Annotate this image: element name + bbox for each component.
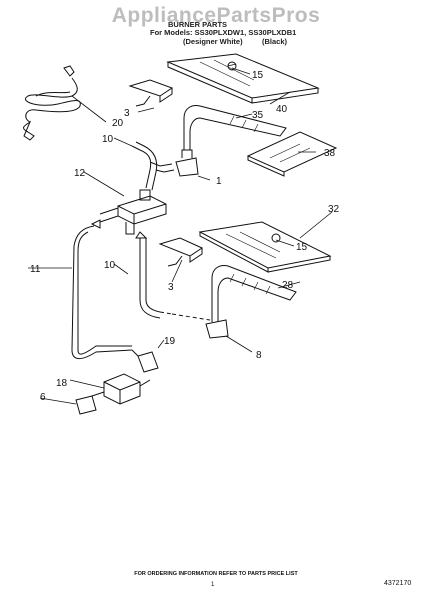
callout-35: 35 (252, 110, 264, 121)
gas-valve (90, 189, 167, 235)
elbow-6 (75, 391, 105, 415)
gas-tube-upper (131, 141, 175, 191)
callout-12: 12 (74, 168, 86, 179)
callout-3-upper: 3 (124, 108, 130, 119)
regulator-18 (103, 373, 151, 405)
callout-11: 11 (30, 264, 41, 275)
callout-20: 20 (112, 118, 124, 129)
callout-28: 28 (282, 280, 294, 291)
site-watermark: AppliancePartsPros (111, 4, 321, 27)
callout-40: 40 (276, 104, 288, 115)
fitting-19 (131, 349, 159, 373)
callout-6: 6 (40, 392, 46, 403)
deflector-38 (246, 131, 338, 177)
gas-tube-lower (135, 231, 211, 321)
orifice-lower (205, 319, 229, 339)
model-line: For Models: SS30PLXDW1, SS30PLXDB1 (150, 28, 297, 37)
gas-tube-11 (71, 225, 133, 359)
diagram-title: BURNER PARTS (168, 20, 228, 29)
upper-burner-tube (183, 105, 287, 151)
callout-38: 38 (324, 148, 336, 159)
orifice-upper (175, 149, 199, 177)
callout-15-lower: 15 (296, 242, 308, 253)
igniter-upper (128, 79, 174, 107)
leader-lines (28, 67, 333, 405)
power-cord (23, 65, 81, 141)
callout-18: 18 (56, 378, 68, 389)
callout-3-lower: 3 (168, 282, 174, 293)
igniter-lower (158, 237, 204, 267)
callout-32: 32 (328, 204, 340, 215)
callout-15-upper: 15 (252, 70, 264, 81)
upper-burner-plate (166, 53, 320, 104)
callout-1: 1 (216, 176, 222, 187)
variant-white: (Designer White) (183, 37, 243, 46)
callout-10-lower: 10 (104, 260, 116, 271)
document-id: 4372170 (384, 580, 412, 587)
callout-10-upper: 10 (102, 134, 114, 145)
ordering-note: FOR ORDERING INFORMATION REFER TO PARTS … (134, 571, 298, 577)
page-number: 1 (211, 582, 215, 588)
lower-burner-plate (198, 221, 332, 273)
callout-8: 8 (256, 350, 262, 361)
lower-burner-tube (211, 265, 297, 322)
variant-black: (Black) (262, 37, 288, 46)
callout-19: 19 (164, 336, 176, 347)
